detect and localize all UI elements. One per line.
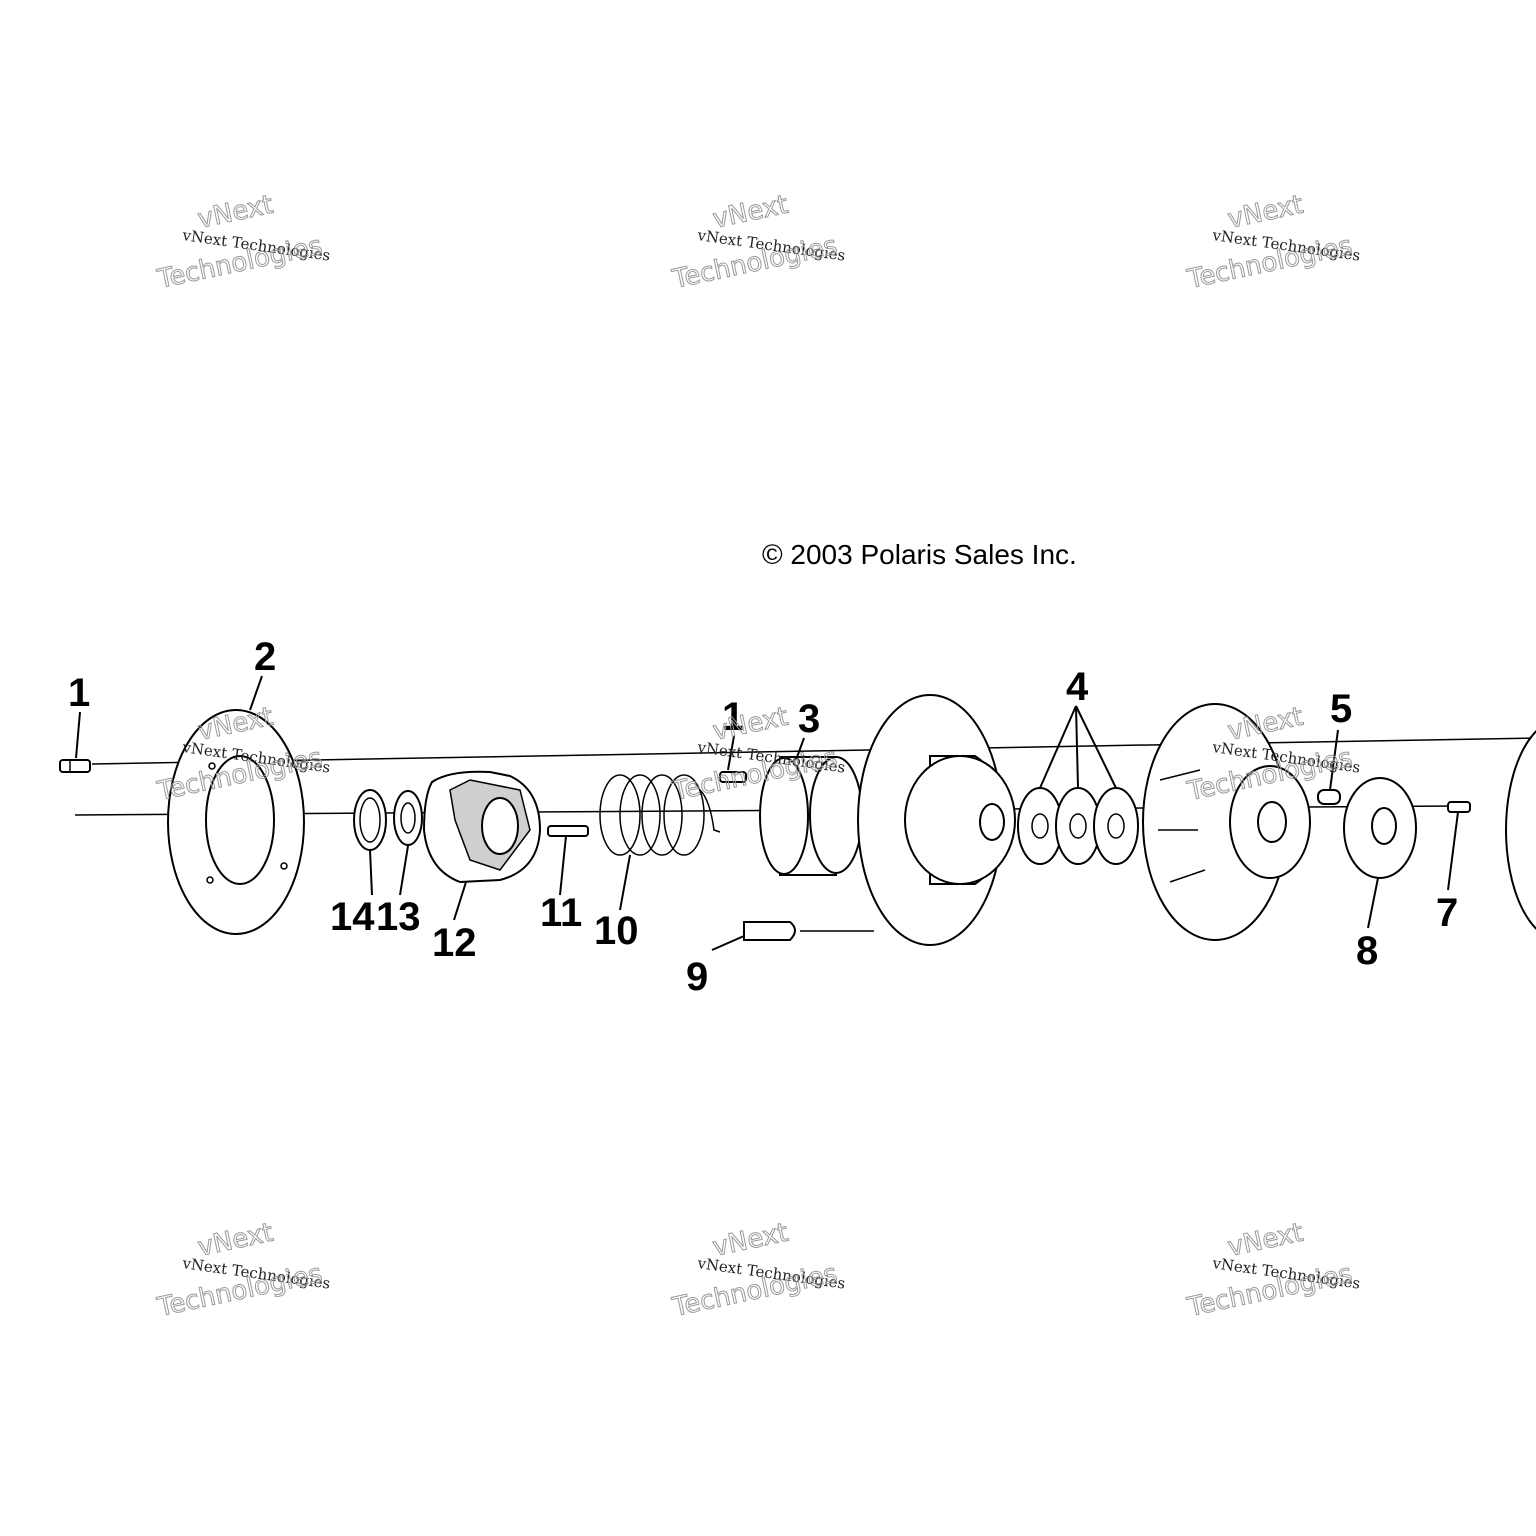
callout-label: 2	[254, 635, 276, 679]
screw-part	[1447, 801, 1471, 813]
callout-label: 3	[798, 697, 820, 741]
edge-sheave-part	[1505, 730, 1536, 930]
callout-labels: 1 2 1 3 4 5 14 13 12 11 10 9 7 8	[68, 635, 1458, 999]
callout-label: 9	[686, 955, 708, 999]
washers-part	[1017, 787, 1139, 865]
watermark: vNext Technologies vNext Technologies	[154, 189, 332, 295]
pin-part	[547, 825, 589, 837]
spider-part	[1343, 777, 1417, 879]
callout-label: 10	[594, 909, 639, 953]
leader-lines	[75, 675, 1459, 951]
helix-cam-part	[422, 770, 542, 884]
callout-label: 13	[376, 895, 421, 939]
bolt-part-2	[719, 771, 747, 783]
snap-ring-part	[353, 789, 387, 851]
copyright-notice: © 2003 Polaris Sales Inc.	[762, 539, 1077, 570]
callout-label: 4	[1066, 665, 1089, 709]
spring-part	[599, 774, 721, 856]
svg-text:vNext: vNext	[1225, 190, 1306, 235]
callout-label: 14	[330, 895, 375, 939]
watermark: vNext Technologies vNext Technologies	[154, 1217, 332, 1323]
movable-sheave-part	[1142, 703, 1311, 941]
callout-label: 11	[540, 891, 582, 935]
washer-part	[393, 790, 423, 846]
stud-part	[743, 921, 874, 941]
callout-label: 8	[1356, 929, 1378, 973]
callout-label: 7	[1436, 891, 1458, 935]
svg-text:vNext: vNext	[710, 190, 791, 235]
callout-label: 5	[1330, 687, 1352, 731]
callout-label: 1	[68, 671, 90, 715]
cover-plate-part	[167, 709, 305, 935]
watermark: vNext Technologies vNext Technologies	[669, 1217, 847, 1323]
watermark: vNext Technologies vNext Technologies	[1184, 1217, 1362, 1323]
watermark: vNext Technologies vNext Technologies	[1184, 189, 1362, 295]
svg-text:vNext: vNext	[1225, 1218, 1306, 1263]
roller-part	[1317, 789, 1341, 805]
svg-text:vNext: vNext	[710, 1218, 791, 1263]
bolt-part	[59, 759, 91, 773]
stationary-sheave-part	[857, 694, 1016, 946]
bushing-ring-part	[759, 756, 863, 876]
svg-text:vNext: vNext	[195, 190, 276, 235]
watermark: vNext Technologies vNext Technologies	[669, 189, 847, 295]
callout-label: 1	[722, 695, 744, 739]
svg-text:vNext: vNext	[195, 1218, 276, 1263]
callout-label: 12	[432, 921, 477, 965]
